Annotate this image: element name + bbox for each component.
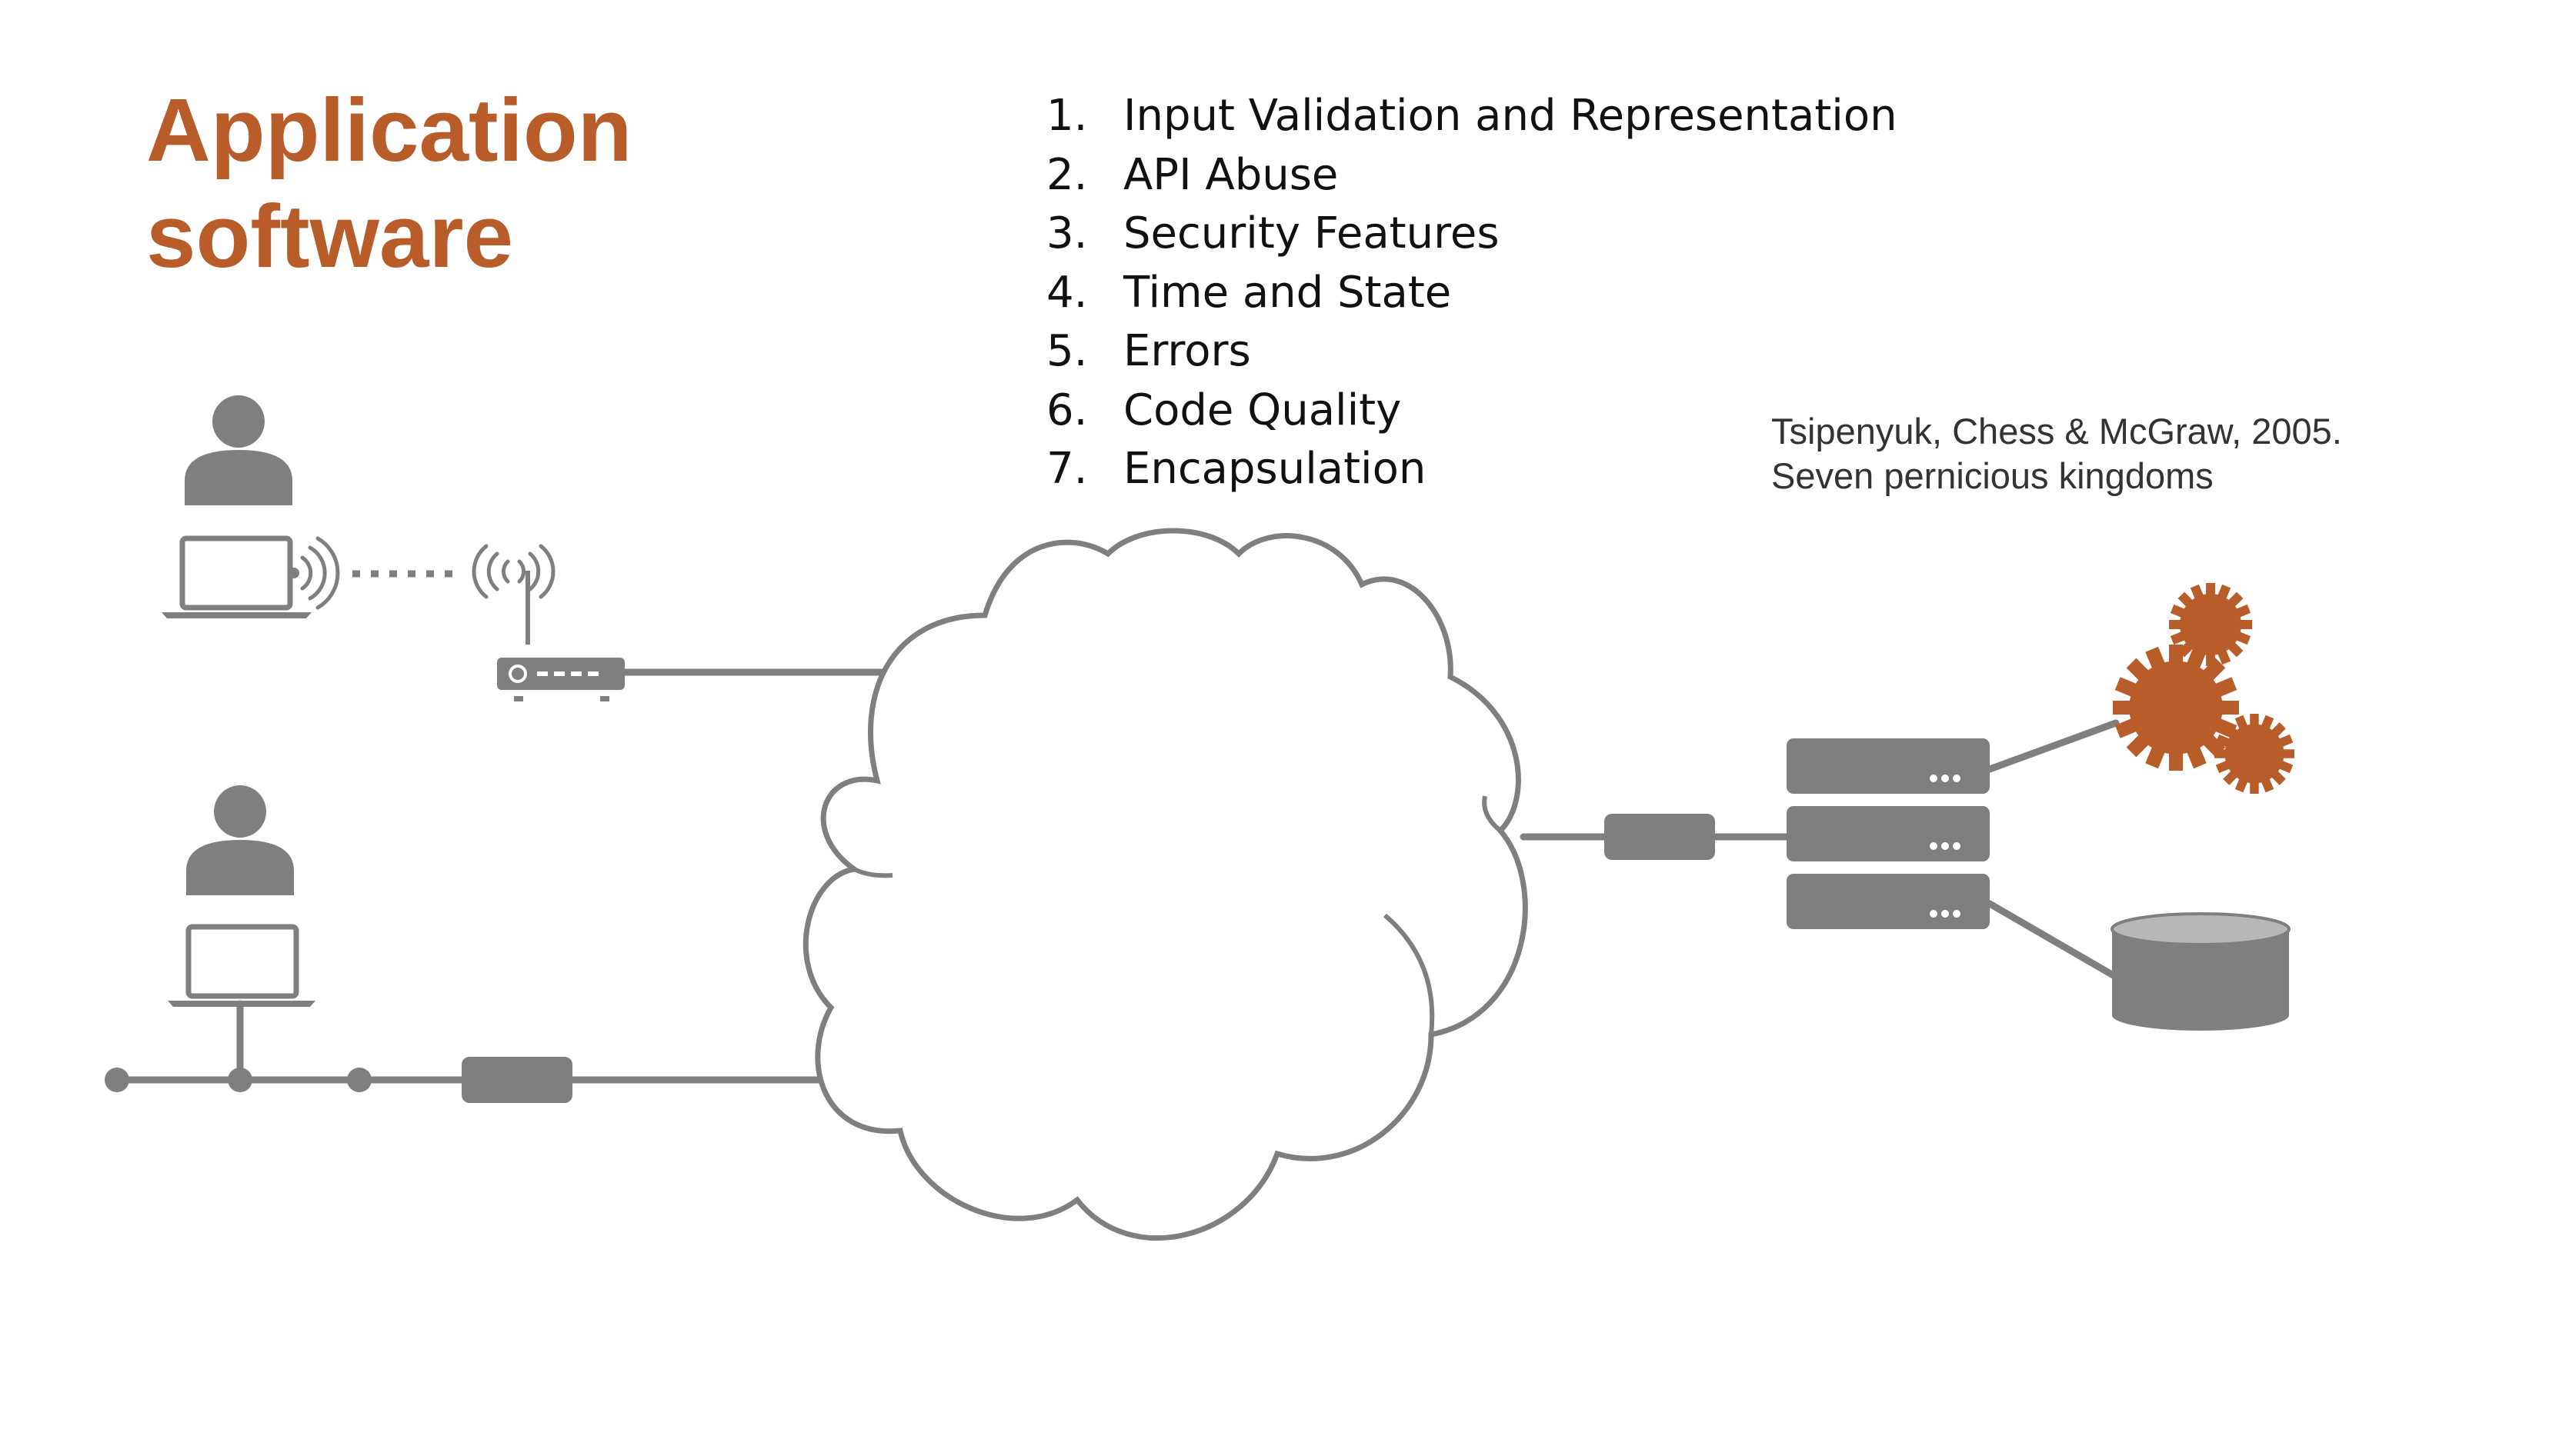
kingdom-number: 3. bbox=[1046, 208, 1088, 258]
laptop-icon bbox=[162, 535, 312, 618]
slide-title: Application software bbox=[146, 77, 632, 289]
kingdom-item: 3. Security Features bbox=[1046, 205, 1897, 264]
kingdom-item: 7. Encapsulation bbox=[1046, 440, 1897, 499]
kingdom-label: Code Quality bbox=[1123, 385, 1402, 435]
server-rack-icon bbox=[1787, 738, 1990, 929]
kingdom-item: 6. Code Quality bbox=[1046, 381, 1897, 441]
kingdom-label: Time and State bbox=[1123, 267, 1452, 318]
kingdom-number: 5. bbox=[1046, 326, 1088, 376]
cloud-icon bbox=[802, 528, 1528, 1241]
kingdom-item: 5. Errors bbox=[1046, 322, 1897, 381]
title-line-2: software bbox=[146, 186, 514, 286]
kingdom-label: Errors bbox=[1123, 326, 1251, 376]
laptop-icon bbox=[168, 924, 315, 1007]
kingdom-number: 4. bbox=[1046, 267, 1088, 318]
user-icon bbox=[185, 395, 292, 505]
kingdoms-list: 1. Input Validation and Representation 2.… bbox=[1046, 87, 1897, 499]
kingdom-label: API Abuse bbox=[1123, 149, 1339, 200]
router-icon bbox=[472, 544, 625, 701]
gears-group bbox=[2113, 583, 2294, 794]
gear-icon bbox=[2214, 714, 2294, 794]
network-device-icon bbox=[1604, 814, 1715, 860]
kingdom-number: 6. bbox=[1046, 385, 1088, 435]
cloud-inner-arcs bbox=[853, 795, 1502, 1035]
kingdom-label: Security Features bbox=[1123, 208, 1500, 258]
kingdom-label: Encapsulation bbox=[1123, 444, 1426, 494]
lan-nodes bbox=[105, 1068, 372, 1092]
kingdom-label: Input Validation and Representation bbox=[1123, 91, 1897, 141]
kingdom-item: 2. API Abuse bbox=[1046, 146, 1897, 205]
kingdom-number: 1. bbox=[1046, 91, 1088, 141]
server-to-database-line bbox=[1986, 900, 2120, 981]
network-device-icon bbox=[462, 1057, 572, 1103]
citation-line-1: Tsipenyuk, Chess & McGraw, 2005. bbox=[1771, 411, 2342, 451]
wifi-signal-icon bbox=[289, 536, 340, 610]
citation: Tsipenyuk, Chess & McGraw, 2005. Seven p… bbox=[1771, 409, 2342, 498]
kingdom-number: 7. bbox=[1046, 444, 1088, 494]
kingdom-number: 2. bbox=[1046, 149, 1088, 200]
kingdom-item: 1. Input Validation and Representation bbox=[1046, 87, 1897, 146]
server-to-gears-line bbox=[1986, 719, 2120, 773]
kingdom-item: 4. Time and State bbox=[1046, 264, 1897, 323]
user-icon bbox=[186, 785, 294, 895]
citation-line-2: Seven pernicious kingdoms bbox=[1771, 455, 2214, 496]
database-icon bbox=[2111, 912, 2291, 1031]
title-line-1: Application bbox=[146, 80, 632, 180]
